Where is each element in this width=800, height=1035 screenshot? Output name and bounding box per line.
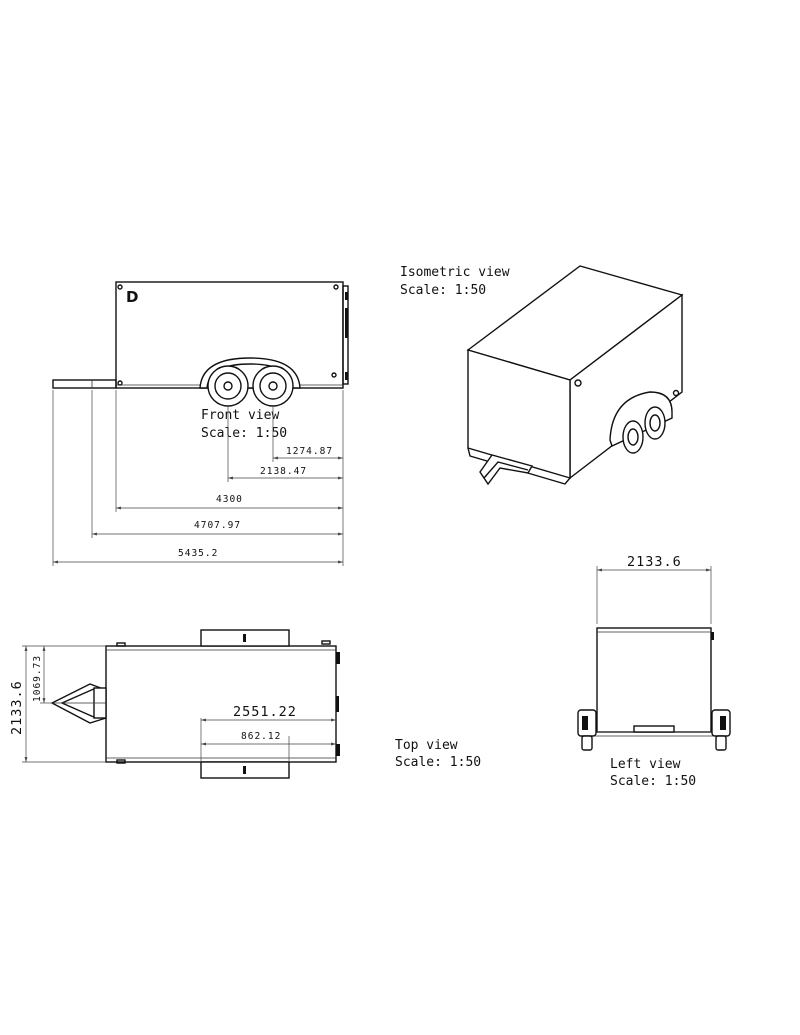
dim-left-width: 2133.6 bbox=[627, 554, 682, 570]
front-view: D bbox=[52, 281, 349, 407]
top-view-scale: Scale: 1:50 bbox=[395, 755, 481, 770]
dim-1274: 1274.87 bbox=[286, 446, 333, 457]
dim-5435: 5435.2 bbox=[178, 548, 218, 559]
isometric-view bbox=[466, 265, 684, 486]
dim-top-height: 2133.6 bbox=[9, 680, 25, 735]
left-dimensions: 2133.6 bbox=[596, 554, 712, 624]
dim-top-half: 1069.73 bbox=[32, 655, 43, 702]
dim-4707: 4707.97 bbox=[194, 520, 241, 531]
iso-view-scale: Scale: 1:50 bbox=[400, 283, 486, 298]
left-view bbox=[577, 627, 731, 751]
panel-mark: D bbox=[126, 288, 138, 306]
top-view-title: Top view bbox=[395, 738, 458, 753]
dim-2138: 2138.47 bbox=[260, 466, 307, 477]
front-view-scale: Scale: 1:50 bbox=[201, 426, 287, 441]
dim-4300: 4300 bbox=[216, 494, 243, 505]
left-view-scale: Scale: 1:50 bbox=[610, 774, 696, 789]
iso-view-title: Isometric view bbox=[400, 265, 510, 280]
top-dimensions: 2133.6 1069.73 2551.22 862.12 bbox=[9, 645, 336, 763]
front-dimensions: 1274.87 2138.47 4300 4707.97 5435.2 bbox=[52, 390, 344, 566]
dim-top-width: 2551.22 bbox=[233, 704, 297, 720]
dim-top-inner: 862.12 bbox=[241, 731, 281, 742]
left-view-title: Left view bbox=[610, 757, 681, 772]
front-view-title: Front view bbox=[201, 408, 279, 423]
